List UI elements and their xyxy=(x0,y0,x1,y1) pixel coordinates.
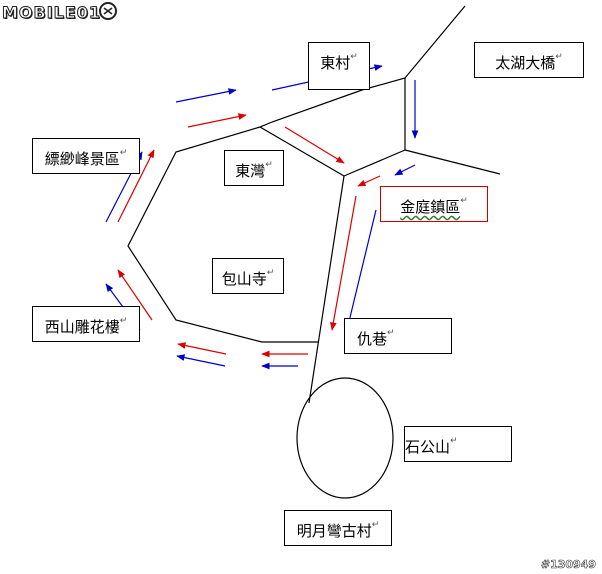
watermark-logo: MOBILE01 xyxy=(1,3,102,23)
place-name: 明月彎古村 xyxy=(296,522,372,540)
place-name: 石公山 xyxy=(405,438,451,456)
place-label-qiuxiang: 仇巷↵ xyxy=(344,318,452,354)
road-network xyxy=(127,5,501,499)
place-name: 西山雕花樓 xyxy=(44,318,120,336)
road-south-trunk xyxy=(308,175,345,404)
image-id-label: #130949 xyxy=(540,558,597,572)
arrow-red-south-trunk xyxy=(330,195,357,331)
logo-badge-icon xyxy=(99,2,117,20)
place-name: 包山寺 xyxy=(221,270,267,288)
arrow-blue-north-west xyxy=(175,88,237,103)
place-label-baoshan: 包山寺↵ xyxy=(212,258,284,294)
place-label-dongwan: 東灣↵ xyxy=(224,150,284,186)
arrow-red-piaomiao-up xyxy=(117,149,155,223)
paragraph-mark: ↵ xyxy=(555,52,563,62)
paragraph-mark: ↵ xyxy=(371,520,380,530)
place-label-mingyue-wan: 明月彎古村↵ xyxy=(284,510,392,546)
arrow-blue-south-trunk xyxy=(344,209,377,335)
road-east-spur xyxy=(404,149,501,175)
arrow-red-dongwan xyxy=(284,126,345,164)
road-dongwan xyxy=(259,126,345,177)
paragraph-mark: ↵ xyxy=(119,316,128,326)
arrow-blue-to-jinting xyxy=(394,164,416,176)
place-label-piaomiao: 縹緲峰景區↵ xyxy=(32,138,140,174)
paragraph-mark: ↵ xyxy=(460,196,468,206)
road-north-ridge xyxy=(127,5,466,343)
place-label-xishan-diaohua: 西山雕花樓↵ xyxy=(32,306,140,342)
place-name: 縹緲峰景區 xyxy=(44,150,120,168)
paragraph-mark: ↵ xyxy=(266,268,275,278)
place-name: 東村 xyxy=(320,54,351,72)
arrow-red-from-jinting xyxy=(357,175,381,187)
place-label-taihu-bridge: 太湖大橋↵ xyxy=(474,42,584,78)
paragraph-mark: ↵ xyxy=(119,148,128,158)
place-label-shigongshan: 石公山↵ xyxy=(404,426,512,462)
arrow-red-west-road xyxy=(177,342,227,355)
paragraph-mark: ↵ xyxy=(265,160,273,170)
place-name: 金庭鎮區 xyxy=(400,198,461,216)
road-center-junction xyxy=(343,149,406,177)
place-name: 仇巷 xyxy=(357,330,388,348)
place-name: 太湖大橋 xyxy=(495,54,556,72)
paragraph-mark: ↵ xyxy=(450,436,458,446)
paragraph-mark: ↵ xyxy=(387,328,395,338)
arrow-red-diaohua-up xyxy=(117,269,153,321)
place-label-jinting: 金庭鎮區↵ xyxy=(380,186,488,222)
paragraph-mark: ↵ xyxy=(350,52,358,62)
arrow-blue-west-road xyxy=(176,354,226,367)
arrow-red-north xyxy=(187,113,247,128)
place-name: 東灣 xyxy=(235,162,266,180)
place-label-dongcun: 東村↵ xyxy=(308,42,370,90)
shigongshan-loop-road xyxy=(296,377,394,499)
